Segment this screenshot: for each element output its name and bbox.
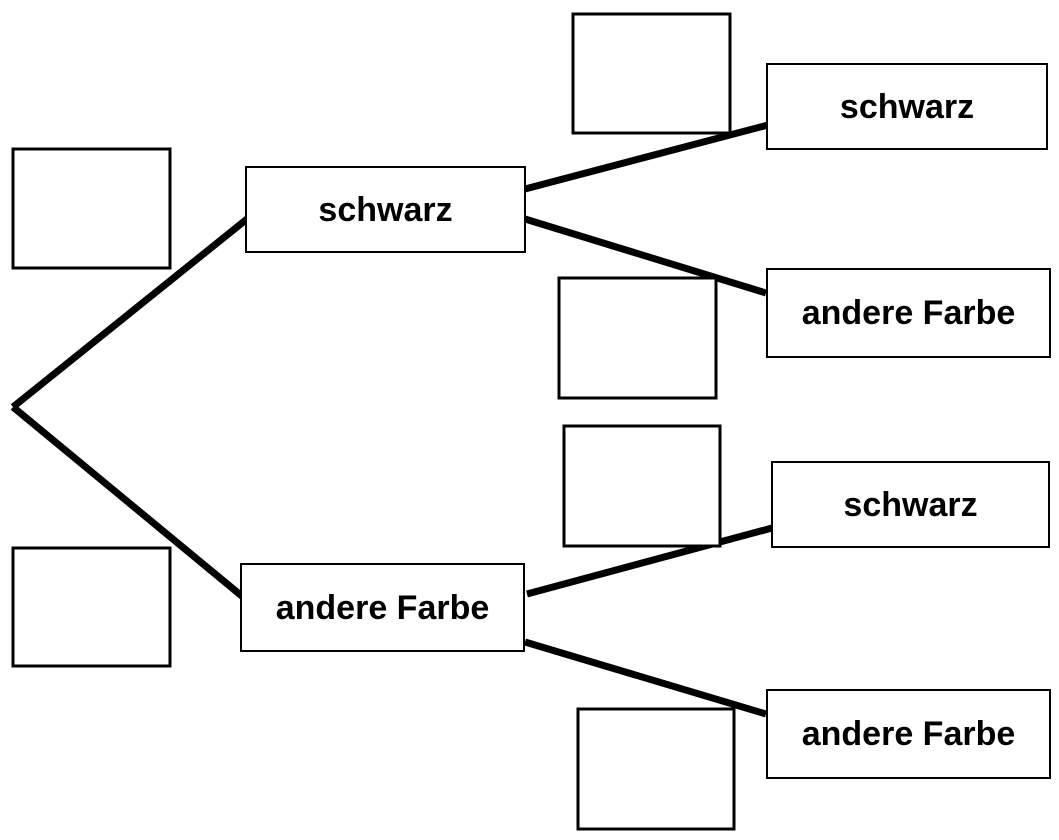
node-label: andere Farbe [802,715,1016,753]
node-label: schwarz [843,486,977,524]
probability-box-l1-other[interactable] [11,546,172,668]
branch-root-to-other [10,404,246,600]
branch-root-to-black [10,216,250,410]
node-l1-other: andere Farbe [240,563,525,652]
node-label: andere Farbe [276,589,490,627]
node-l2-other-black: schwarz [771,461,1050,548]
branch-other-to-black [526,524,773,598]
node-l1-black: schwarz [245,166,526,253]
node-box [766,63,1048,150]
node-l2-black-other: andere Farbe [766,268,1051,358]
node-box [245,166,526,253]
node-label: schwarz [840,88,974,126]
probability-box-l1-black[interactable] [11,147,172,270]
probability-box-l2-black-black[interactable] [571,12,732,135]
probability-box-l2-other-black[interactable] [562,424,722,548]
node-box [766,689,1051,779]
node-box [240,563,525,652]
node-box [771,461,1050,548]
branch-black-to-other [523,215,768,297]
probability-box-l2-black-other[interactable] [557,276,718,400]
node-box [766,268,1051,358]
probability-box-l2-other-other[interactable] [576,707,736,831]
branch-black-to-black [524,121,769,193]
node-l2-other-other: andere Farbe [766,689,1051,779]
branch-other-to-other [523,638,768,718]
node-label: andere Farbe [802,294,1016,332]
node-l2-black-black: schwarz [766,63,1048,150]
node-label: schwarz [318,191,452,229]
